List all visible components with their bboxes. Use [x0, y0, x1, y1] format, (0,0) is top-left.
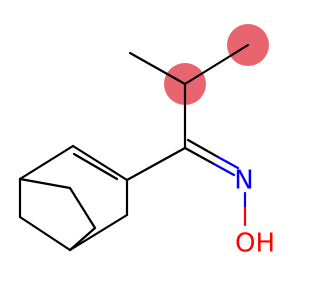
atom-label-hydroxyl: OH	[235, 229, 275, 259]
bond-methyl-right	[183, 43, 250, 86]
atom-label-nitrogen: N	[234, 166, 253, 196]
bond-ring-c5-c6	[18, 215, 72, 252]
bond-ring-c2-c3-double-inner	[72, 152, 119, 181]
bond-ring-c6-c7	[68, 213, 129, 252]
bond-bridge-b	[68, 186, 97, 230]
bond-imine-carbon-to-ring	[125, 146, 187, 182]
molecule-structure-diagram: N OH	[18, 24, 275, 259]
bond-ring-c2-c3-double-outer	[71, 144, 129, 182]
bond-bridge-c	[68, 226, 97, 252]
bond-ring-c3-c4	[18, 144, 75, 181]
bond-c-n-double-a	[183, 146, 216, 166]
bond-bridge-a	[18, 177, 72, 190]
bond-c-n-double-b-n	[216, 155, 240, 170]
bond-c-n-double-a-n	[212, 162, 236, 177]
bond-methyl-left	[128, 51, 187, 86]
bond-c-n-double-b	[186, 138, 220, 159]
